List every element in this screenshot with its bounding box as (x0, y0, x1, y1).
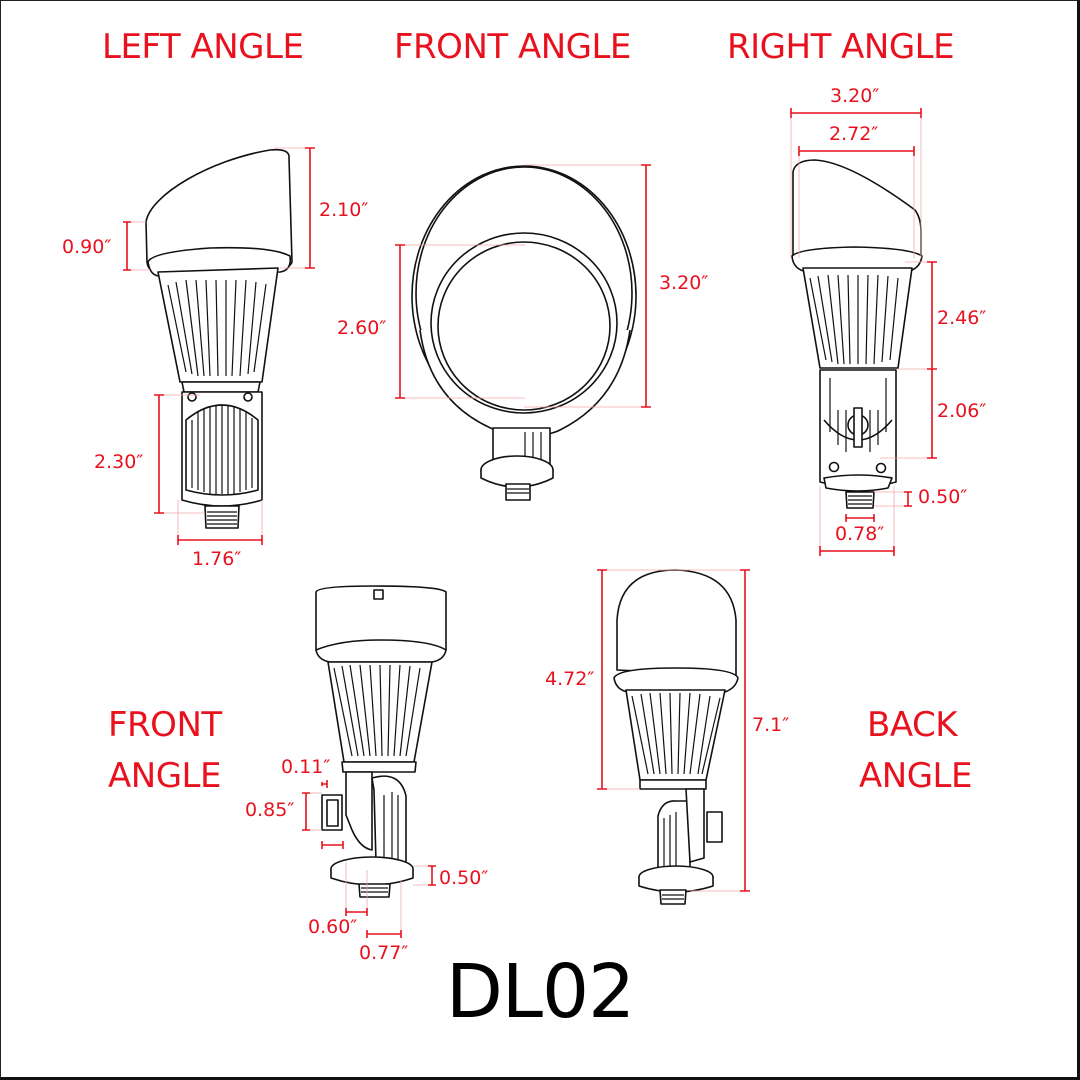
back-angle-lamp (613, 569, 739, 905)
dim-front-knob-offset: 0.11″ (281, 756, 331, 778)
back-angle-title-line1: BACK (867, 705, 958, 745)
dim-right-thread-width: 0.78″ (835, 523, 885, 545)
front-angle-top-lamp (411, 165, 637, 501)
front-angle-bottom-lamp (315, 585, 447, 898)
dim-front-shroud-diameter: 3.20″ (659, 272, 709, 294)
dim-right-bracket-height: 2.06″ (937, 400, 987, 422)
dim-right-inner-width: 2.72″ (829, 123, 879, 145)
right-angle-dimensions (790, 108, 937, 556)
dim-back-total-height: 7.1″ (752, 714, 790, 736)
front-angle-bottom-dimensions (302, 780, 436, 938)
front-angle-top-title: FRONT ANGLE (394, 27, 631, 67)
left-angle-dimensions (123, 147, 315, 545)
back-angle-dimensions (597, 569, 750, 892)
right-angle-title: RIGHT ANGLE (727, 27, 955, 67)
front-angle-bottom-title-line2: ANGLE (108, 756, 221, 796)
front-angle-top-dimensions (395, 164, 651, 408)
dim-front-collar-height: 0.50″ (439, 867, 489, 889)
dim-front-collar-radius: 0.77″ (359, 942, 409, 964)
front-angle-bottom-title-line1: FRONT (108, 705, 222, 745)
dim-left-shroud-height: 2.10″ (319, 199, 369, 221)
back-angle-title-line2: ANGLE (859, 756, 972, 796)
dim-right-outer-width: 3.20″ (830, 85, 880, 107)
dim-right-thread-height: 0.50″ (918, 486, 968, 508)
dim-front-stem-offset: 0.60″ (308, 916, 358, 938)
dim-right-heatsink-height: 2.46″ (937, 307, 987, 329)
model-number: DL02 (445, 949, 635, 1035)
dim-left-base-width: 1.76″ (192, 548, 242, 570)
dim-back-head-height: 4.72″ (545, 668, 595, 690)
left-angle-lamp (145, 148, 293, 529)
dim-front-lens-diameter: 2.60″ (337, 317, 387, 339)
dim-left-shroud-front: 0.90″ (62, 236, 112, 258)
dim-left-bracket-height: 2.30″ (94, 451, 144, 473)
right-angle-lamp (791, 159, 923, 509)
dim-front-knob-height: 0.85″ (245, 799, 295, 821)
left-angle-title: LEFT ANGLE (102, 27, 304, 67)
